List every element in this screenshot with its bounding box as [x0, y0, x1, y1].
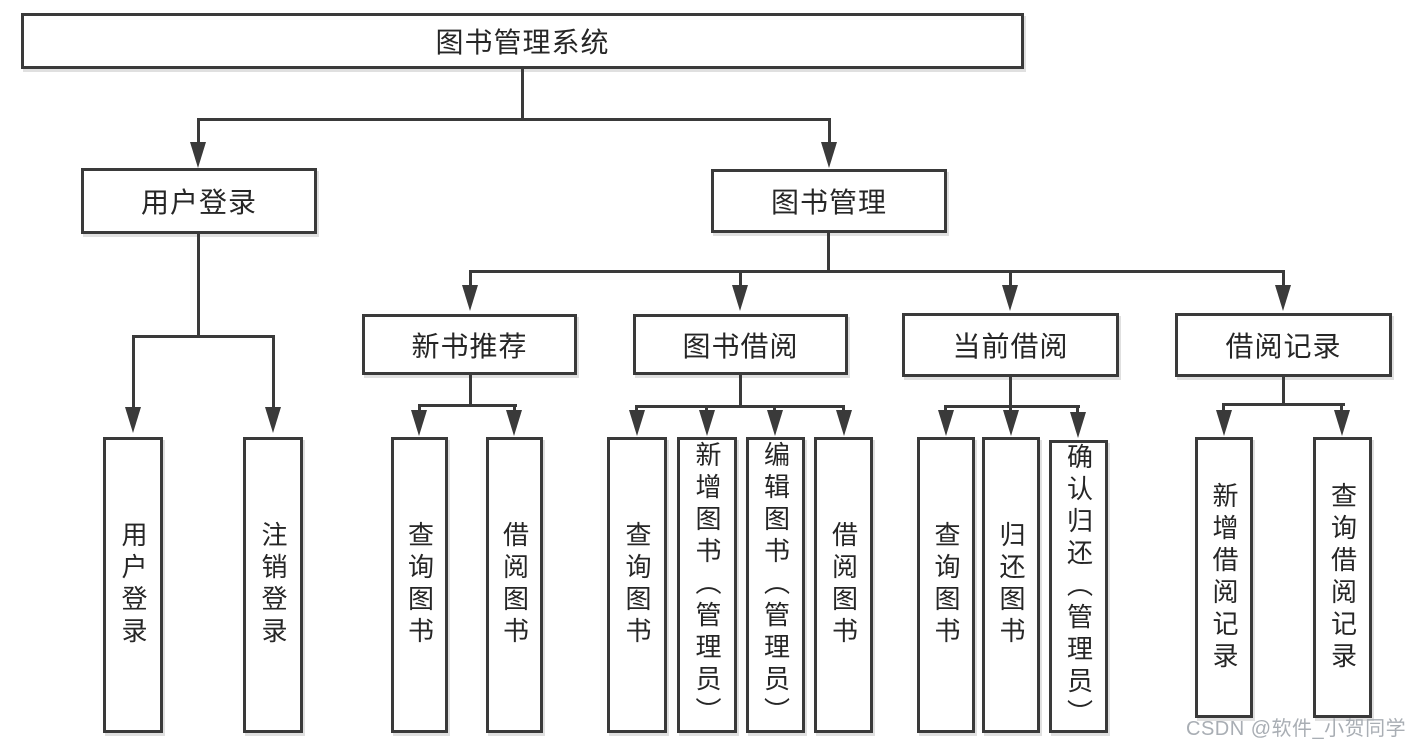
connector-book-mgmt-drop	[1009, 270, 1012, 286]
connector-borrow-record-drop	[1222, 403, 1225, 412]
arrow-down-icon	[821, 142, 837, 168]
leaf-label: 查询图书	[404, 521, 435, 649]
arrow-down-icon	[629, 410, 645, 436]
connector-book-borrow-rail	[636, 405, 844, 408]
connector-book-borrow-drop	[635, 405, 638, 413]
connector-user-login-rail	[132, 335, 275, 338]
leaf-label: 用户登录	[118, 521, 148, 649]
node-library-system: 图书管理系统	[21, 13, 1024, 69]
connector-current-borrow-drop	[1009, 405, 1012, 413]
connector-book-borrow-drop	[842, 405, 845, 413]
node-label: 当前借阅	[952, 331, 1069, 362]
arrow-down-icon	[699, 410, 715, 436]
connector-current-borrow-rail	[945, 405, 1080, 408]
connector-borrow-record-rail	[1223, 403, 1345, 406]
arrow-down-icon	[190, 142, 206, 168]
arrow-down-icon	[1334, 410, 1350, 436]
connector-root-left-drop	[197, 118, 200, 146]
arrow-down-icon	[1275, 285, 1291, 311]
connector-user-login-drop	[272, 335, 275, 409]
leaf-label: 注销登录	[258, 521, 288, 649]
leaf-logout: 注销登录	[243, 437, 303, 733]
arrow-down-icon	[1070, 412, 1086, 438]
arrow-down-icon	[1002, 285, 1018, 311]
node-book-management: 图书管理	[711, 169, 947, 233]
connector-book-borrow-drop	[773, 405, 776, 413]
leaf-label: 新增图书（管理员）	[692, 441, 722, 729]
arrow-down-icon	[1216, 410, 1232, 436]
connector-new-book-drop	[418, 404, 421, 413]
connector-root-rail	[197, 118, 831, 121]
arrow-down-icon	[265, 407, 281, 433]
leaf-return-book: 归还图书	[982, 437, 1040, 733]
leaf-query-current-book: 查询图书	[917, 437, 975, 733]
connector-root-right-drop	[828, 118, 831, 146]
arrow-down-icon	[938, 410, 954, 436]
leaf-query-book: 查询图书	[607, 437, 667, 733]
node-current-borrow: 当前借阅	[902, 313, 1119, 377]
connector-current-borrow-stem	[1009, 377, 1012, 408]
node-user-login: 用户登录	[81, 168, 317, 234]
leaf-label: 新增借阅记录	[1209, 481, 1239, 674]
leaf-label: 归还图书	[996, 521, 1026, 649]
node-label: 图书管理	[770, 187, 887, 218]
leaf-edit-book-admin: 编辑图书（管理员）	[746, 437, 805, 733]
arrow-down-icon	[1003, 410, 1019, 436]
connector-new-book-rail	[418, 404, 517, 407]
node-book-borrow: 图书借阅	[633, 314, 848, 375]
csdn-watermark: CSDN @软件_小贺同学	[1186, 718, 1405, 740]
connector-user-login-drop	[132, 335, 135, 409]
connector-new-book-stem	[469, 375, 472, 407]
leaf-label: 查询图书	[622, 521, 652, 649]
leaf-label: 确认归还（管理员）	[1063, 443, 1094, 731]
leaf-user-login: 用户登录	[103, 437, 163, 733]
leaf-query-borrow-record: 查询借阅记录	[1313, 437, 1372, 718]
node-borrow-record: 借阅记录	[1175, 313, 1392, 377]
connector-current-borrow-drop	[1076, 405, 1079, 413]
arrow-down-icon	[506, 410, 522, 436]
connector-current-borrow-drop	[944, 405, 947, 413]
connector-book-mgmt-drop	[469, 270, 472, 286]
leaf-label: 编辑图书（管理员）	[760, 441, 791, 729]
arrow-down-icon	[462, 285, 478, 311]
connector-book-mgmt-rail	[469, 270, 1285, 273]
arrow-down-icon	[411, 410, 427, 436]
node-label: 新书推荐	[411, 330, 528, 362]
leaf-borrow-book-recommend: 借阅图书	[486, 437, 543, 733]
arrow-down-icon	[767, 410, 783, 436]
leaf-label: 借阅图书	[499, 521, 530, 649]
connector-borrow-record-drop	[1340, 403, 1343, 412]
connector-user-login-stem	[197, 234, 200, 337]
connector-book-borrow-stem	[739, 375, 742, 408]
leaf-label: 查询借阅记录	[1327, 481, 1358, 674]
arrow-down-icon	[732, 285, 748, 311]
node-label: 图书管理系统	[435, 27, 610, 58]
connector-root-stem	[521, 66, 524, 121]
node-label: 用户登录	[140, 187, 257, 218]
node-label: 图书借阅	[682, 330, 799, 362]
leaf-borrow-book: 借阅图书	[814, 437, 873, 733]
connector-book-mgmt-drop	[1282, 270, 1285, 286]
node-label: 借阅记录	[1225, 331, 1342, 362]
node-new-book-recommend: 新书推荐	[362, 314, 577, 375]
leaf-query-book-recommend: 查询图书	[391, 437, 448, 733]
arrow-down-icon	[125, 407, 141, 433]
leaf-label: 查询图书	[931, 521, 961, 649]
leaf-confirm-return-admin: 确认归还（管理员）	[1049, 440, 1108, 733]
connector-book-mgmt-stem	[827, 233, 830, 273]
connector-book-mgmt-drop	[739, 270, 742, 286]
connector-book-borrow-drop	[705, 405, 708, 413]
connector-borrow-record-stem	[1282, 377, 1285, 406]
leaf-add-borrow-record: 新增借阅记录	[1195, 437, 1253, 718]
leaf-label: 借阅图书	[828, 521, 859, 649]
arrow-down-icon	[836, 410, 852, 436]
leaf-add-book-admin: 新增图书（管理员）	[677, 437, 737, 733]
connector-new-book-drop	[513, 404, 516, 413]
